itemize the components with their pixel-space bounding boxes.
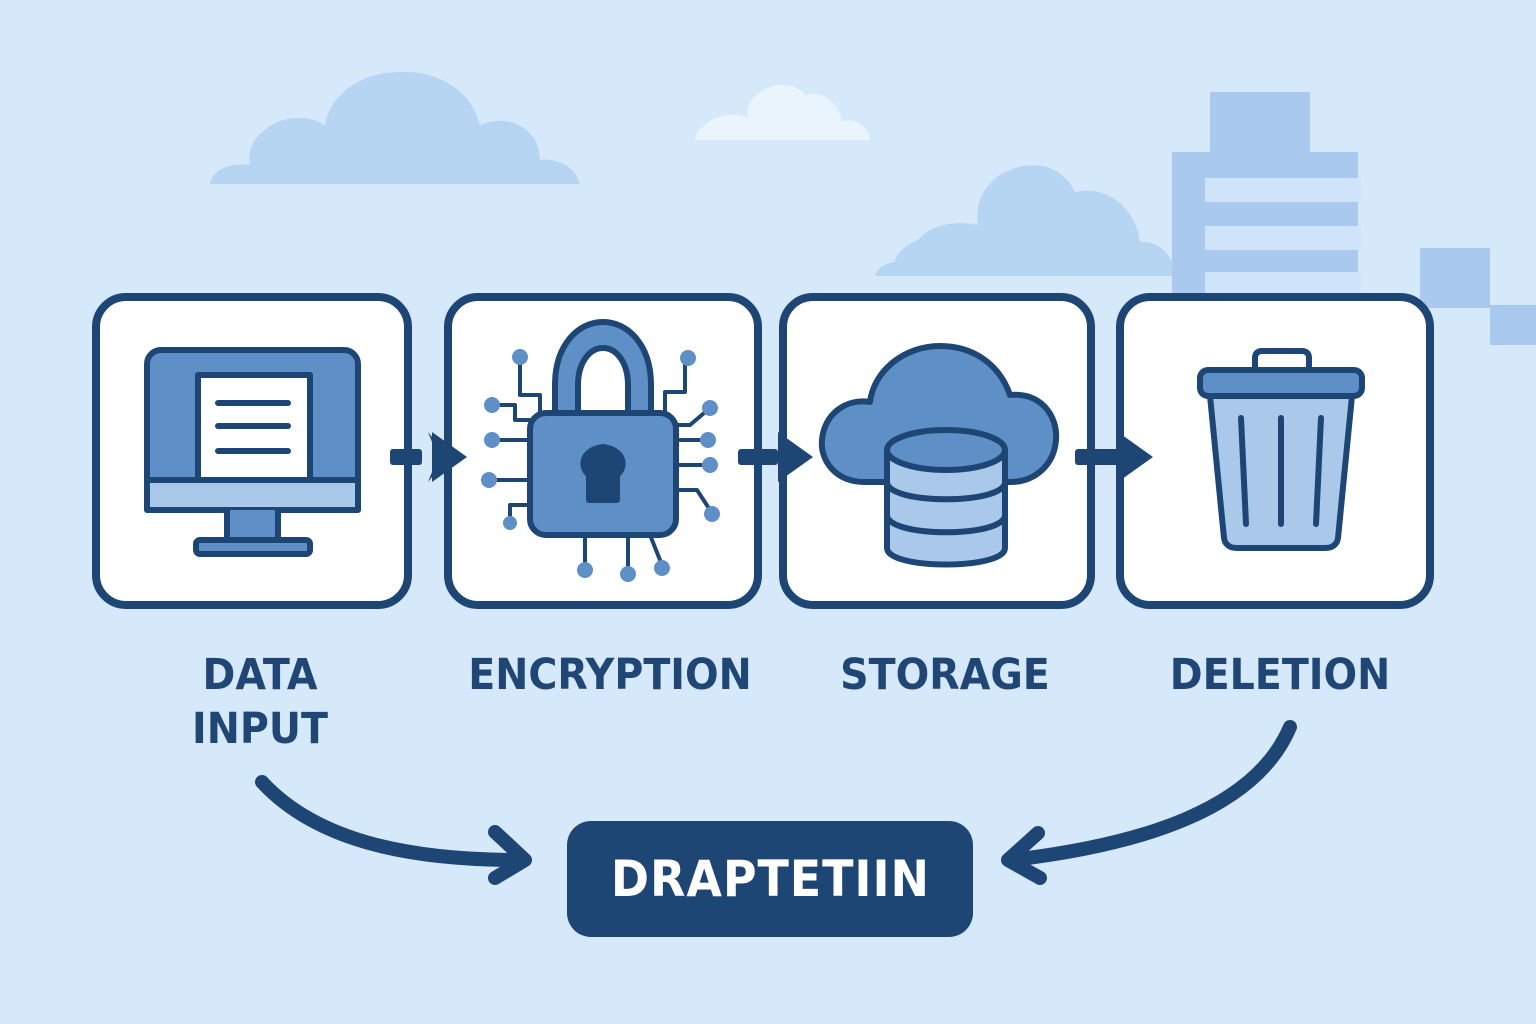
step-label-storage: STORAGE (812, 648, 1079, 702)
flow-arrow-2 (738, 432, 813, 482)
step-label-data-input: DATA INPUT (168, 648, 352, 756)
padlock-circuit-icon (481, 319, 720, 582)
flow-arrow-3 (1075, 432, 1153, 482)
step-label-line: INPUT (192, 704, 328, 754)
step-label-line: STORAGE (840, 650, 1050, 700)
step-label-line: DELETION (1169, 650, 1391, 700)
flow-arrow-1 (390, 432, 467, 482)
building-windows (1205, 178, 1361, 294)
cloud-right (875, 165, 1175, 276)
final-step-box: DRAPTETIIN (567, 821, 973, 937)
step-label-line: ENCRYPTION (468, 650, 752, 700)
cloud-database-icon (818, 343, 1060, 568)
monitor-document-icon (144, 347, 361, 557)
cloud-small (695, 84, 870, 140)
curved-arrow-right (1001, 720, 1297, 885)
step-label-deletion: DELETION (1142, 648, 1418, 702)
step-label-encryption: ENCRYPTION (454, 648, 767, 702)
trash-can-icon (1197, 348, 1365, 551)
cloud-left (210, 71, 580, 184)
curved-arrow-left (255, 775, 532, 885)
step-label-line: DATA (202, 650, 318, 700)
final-step-label: DRAPTETIIN (610, 850, 930, 908)
background-decoration (210, 71, 1536, 345)
